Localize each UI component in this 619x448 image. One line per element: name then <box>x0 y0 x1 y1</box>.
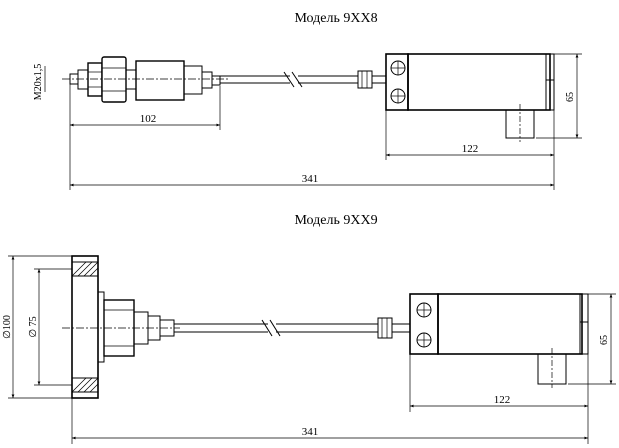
model-9xx8-drawing: Модель 9ХХ8 <box>33 11 582 190</box>
model-9xx9-body <box>409 293 589 388</box>
model-9xx9-flange <box>62 255 180 399</box>
dim-body-length-2: 122 <box>494 394 511 406</box>
model-9xx8-cable <box>220 70 386 89</box>
dim-flange-bolt: ∅ 75 <box>28 316 39 337</box>
dim-height: 65 <box>565 92 576 102</box>
model-9xx9-dimensions: ∅100 ∅ 75 122 65 341 <box>2 255 616 444</box>
model-9xx8-title: Модель 9ХХ8 <box>294 11 377 26</box>
dim-thread-label: M20x1,5 <box>33 64 44 100</box>
dim-probe-length: 102 <box>140 113 157 125</box>
dim-total-length-2: 341 <box>302 426 319 438</box>
dim-total-length: 341 <box>302 173 319 185</box>
model-9xx9-cable <box>174 317 410 339</box>
model-9xx9-drawing: Модель 9ХХ9 <box>2 213 616 444</box>
dim-body-length: 122 <box>462 143 479 155</box>
dim-flange-outer: ∅100 <box>2 315 13 339</box>
model-9xx8-body <box>385 53 555 142</box>
model-9xx9-title: Модель 9ХХ9 <box>294 213 377 228</box>
model-9xx8-probe <box>62 56 228 103</box>
model-9xx8-dimensions: M20x1,5 102 122 65 341 <box>33 53 582 190</box>
dim-height-2: 65 <box>599 335 610 345</box>
